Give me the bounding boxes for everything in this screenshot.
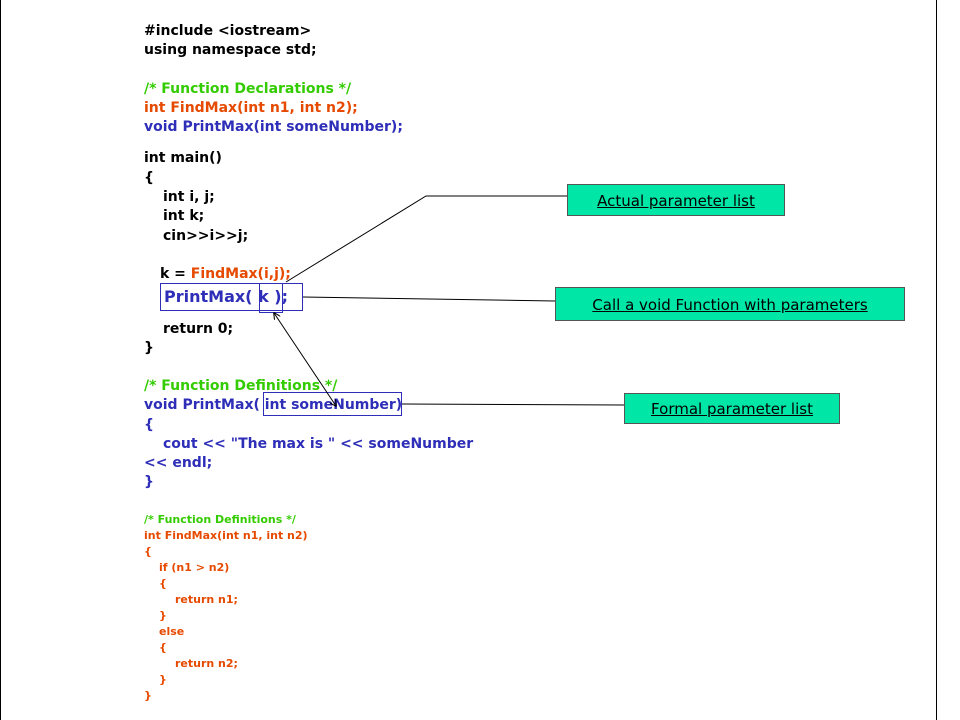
actual-parameter-connector — [285, 195, 567, 283]
declarations-comment: /* Function Declarations */ — [144, 81, 352, 97]
else-close-brace: } — [159, 673, 167, 686]
if-line: if (n1 > n2) — [159, 561, 230, 574]
call-void-connector — [302, 296, 556, 302]
actual-parameter-label: Actual parameter list — [567, 184, 785, 216]
else-open-brace: { — [159, 641, 167, 654]
findmax-signature: int FindMax(int n1, int n2) — [144, 529, 308, 542]
return-n2-line: return n2; — [175, 657, 238, 670]
declare-i-j: int i, j; — [163, 189, 215, 205]
else-line: else — [159, 625, 185, 638]
actual-parameter-box — [259, 283, 283, 313]
findmax-close-brace: } — [144, 689, 152, 702]
main-signature: int main() — [144, 150, 222, 166]
findmax-definitions-comment: /* Function Definitions */ — [144, 513, 296, 526]
using-line: using namespace std; — [144, 42, 317, 58]
left-border — [0, 0, 1, 720]
printmax-close-brace: } — [144, 474, 154, 490]
findmax-open-brace: { — [144, 545, 152, 558]
assign-line: k = FindMax(i,j); — [160, 265, 291, 285]
endl-line: << endl; — [144, 455, 213, 471]
formal-parameter-connector — [401, 403, 625, 406]
include-line: #include <iostream> — [144, 23, 312, 39]
findmax-declaration: int FindMax(int n1, int n2); — [144, 100, 358, 116]
findmax-call: FindMax(i,j); — [190, 266, 291, 282]
formal-parameter-label: Formal parameter list — [624, 393, 840, 424]
right-border — [936, 0, 937, 720]
call-void-label: Call a void Function with parameters — [555, 287, 905, 321]
declare-k: int k; — [163, 208, 205, 224]
main-close-brace: } — [144, 340, 154, 356]
return-n1-line: return n1; — [175, 593, 238, 606]
return-line: return 0; — [163, 321, 234, 337]
printmax-open-brace: { — [144, 417, 154, 433]
if-close-brace: } — [159, 609, 167, 622]
printmax-declaration: void PrintMax(int someNumber); — [144, 119, 403, 135]
printmax-call-box: PrintMax( k ); — [160, 283, 303, 311]
assign-prefix: k = — [160, 266, 191, 282]
main-open-brace: { — [144, 170, 154, 186]
cout-line: cout << "The max is " << someNumber — [163, 436, 474, 452]
parameter-passing-arrow — [274, 313, 336, 406]
cin-line: cin>>i>>j; — [163, 228, 249, 244]
if-open-brace: { — [159, 577, 167, 590]
